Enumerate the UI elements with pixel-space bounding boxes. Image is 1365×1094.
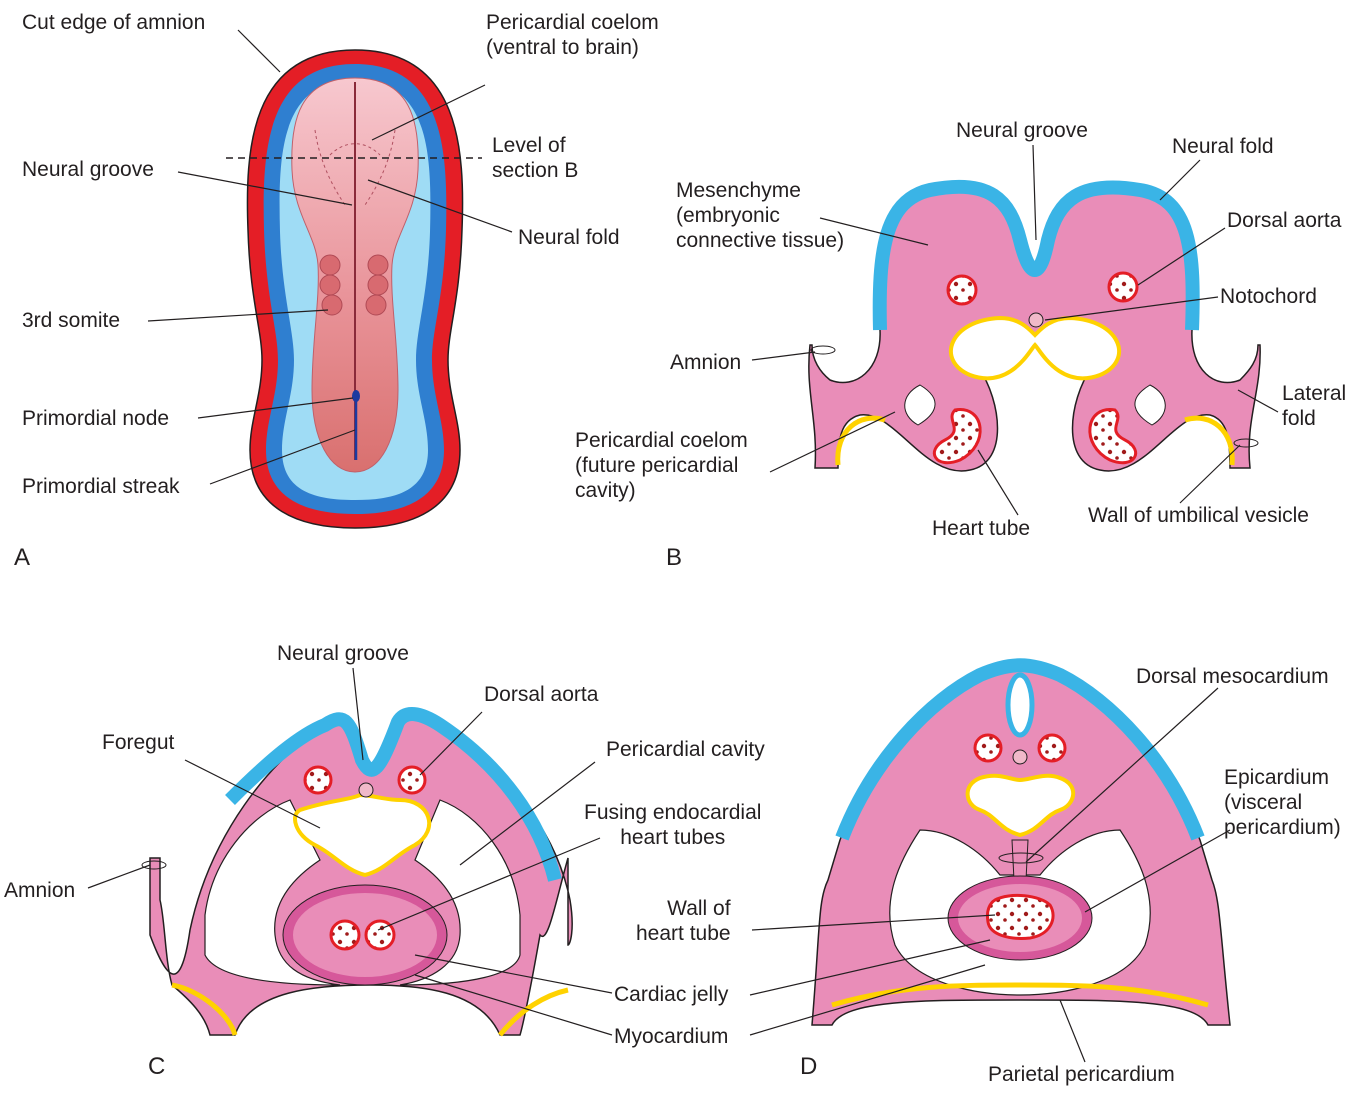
panel-d-section xyxy=(750,665,1230,1062)
primordial-node-mark xyxy=(352,390,360,402)
label-neural-groove-c: Neural groove xyxy=(277,641,409,666)
label-foregut: Foregut xyxy=(102,730,174,755)
dorsal-aorta-right-c xyxy=(399,767,425,793)
panel-label-d: D xyxy=(800,1054,817,1080)
endocardial-tube-left-c xyxy=(331,921,359,949)
notochord-c xyxy=(359,783,373,797)
label-level-section-b: Level of section B xyxy=(492,133,578,183)
dorsal-aorta-right-b xyxy=(1109,273,1137,301)
label-pericardial-coelom-b: Pericardial coelom (future pericardial c… xyxy=(575,428,748,503)
label-primordial-node: Primordial node xyxy=(22,406,169,431)
panel-label-c: C xyxy=(148,1054,165,1080)
label-cardiac-jelly: Cardiac jelly xyxy=(614,982,728,1007)
panel-c-section xyxy=(88,668,612,1035)
neural-tube-d xyxy=(1008,675,1032,735)
label-primordial-streak: Primordial streak xyxy=(22,474,180,499)
label-fusing-tubes: Fusing endocardial heart tubes xyxy=(584,800,761,850)
label-neural-groove-a: Neural groove xyxy=(22,157,154,182)
panel-label-b: B xyxy=(666,545,682,571)
label-neural-fold-b: Neural fold xyxy=(1172,134,1274,159)
label-myocardium: Myocardium xyxy=(614,1024,728,1049)
label-pericardial-coelom-a: Pericardial coelom (ventral to brain) xyxy=(486,10,659,60)
dorsal-aorta-left-c xyxy=(305,767,331,793)
label-mesenchyme: Mesenchyme (embryonic connective tissue) xyxy=(676,178,844,253)
label-parietal-pericardium: Parietal pericardium xyxy=(988,1062,1175,1087)
label-wall-heart-tube: Wall of heart tube xyxy=(636,896,731,946)
label-pericardial-cavity: Pericardial cavity xyxy=(606,737,765,762)
notochord-d xyxy=(1013,750,1027,764)
label-heart-tube: Heart tube xyxy=(932,516,1030,541)
label-neural-groove-b: Neural groove xyxy=(956,118,1088,143)
label-dorsal-mesocardium: Dorsal mesocardium xyxy=(1136,664,1329,689)
label-notochord: Notochord xyxy=(1220,284,1317,309)
label-neural-fold-a: Neural fold xyxy=(518,225,620,250)
label-third-somite: 3rd somite xyxy=(22,308,120,333)
dorsal-mesocardium-d xyxy=(1012,840,1028,880)
label-dorsal-aorta-b: Dorsal aorta xyxy=(1227,208,1341,233)
label-cut-edge-amnion: Cut edge of amnion xyxy=(22,10,205,35)
label-epicardium: Epicardium (visceral pericardium) xyxy=(1224,765,1341,840)
notochord-b xyxy=(1029,313,1043,327)
label-amnion-c: Amnion xyxy=(4,878,75,903)
panel-label-a: A xyxy=(14,545,30,571)
label-amnion-b: Amnion xyxy=(670,350,741,375)
panel-a-embryo xyxy=(148,30,512,528)
label-wall-umbilical-vesicle: Wall of umbilical vesicle xyxy=(1088,503,1309,528)
endocardium-d xyxy=(987,895,1053,938)
dorsal-aorta-left-b xyxy=(948,276,976,304)
label-lateral-fold: Lateral fold xyxy=(1282,381,1346,431)
label-dorsal-aorta-c: Dorsal aorta xyxy=(484,682,598,707)
